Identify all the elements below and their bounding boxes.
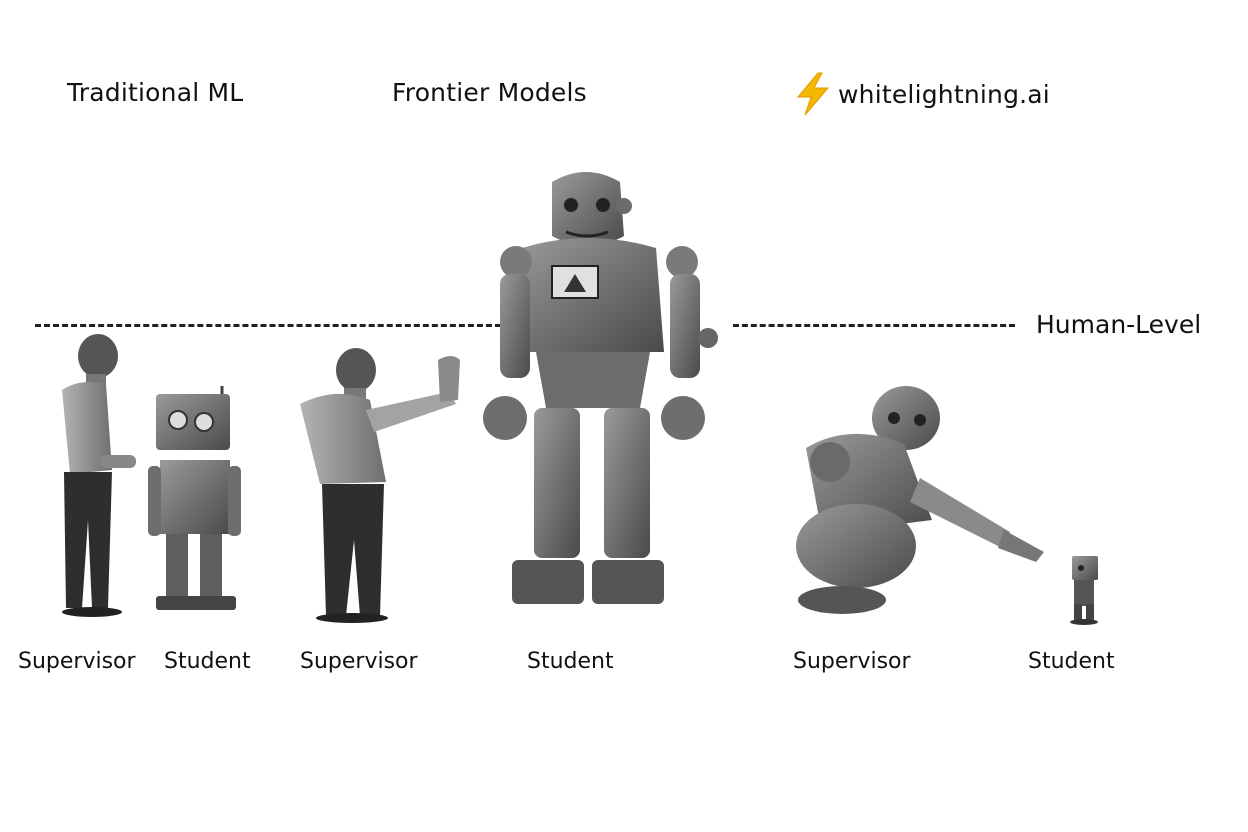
label-student-1: Student — [164, 649, 251, 674]
human-supervisor-figure-2 — [300, 348, 460, 623]
crouching-robot-supervisor-figure — [796, 386, 1044, 614]
heading-frontier-models: Frontier Models — [392, 78, 587, 107]
label-supervisor-3: Supervisor — [793, 649, 911, 674]
brand-name: whitelightning.ai — [838, 79, 1050, 109]
label-student-2: Student — [527, 649, 614, 674]
small-robot-student-figure-1 — [148, 386, 241, 610]
heading-traditional-ml: Traditional ML — [67, 78, 244, 107]
label-student-3: Student — [1028, 649, 1115, 674]
human-level-line-left — [35, 324, 510, 327]
lightning-bolt-icon — [796, 72, 830, 116]
human-level-line-right — [733, 324, 1015, 327]
human-level-label: Human-Level — [1036, 310, 1202, 339]
human-supervisor-figure-1 — [62, 334, 136, 617]
brand-logo: whitelightning.ai — [794, 72, 1050, 116]
tiny-robot-student-figure — [1070, 556, 1098, 625]
giant-robot-student-figure — [483, 172, 718, 604]
label-supervisor-2: Supervisor — [300, 649, 418, 674]
label-supervisor-1: Supervisor — [18, 649, 136, 674]
